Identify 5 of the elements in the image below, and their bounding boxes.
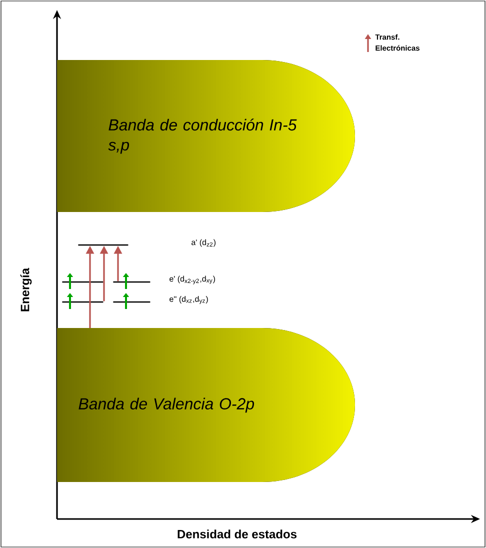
axis-title: Energía xyxy=(20,268,32,312)
level-label: a' (d$_{z2}$) xyxy=(192,239,216,247)
level-label: e'' (d$_{xz}$,d$_{yz}$) xyxy=(170,296,208,304)
level-label: e' (d$_{x2-y2}$,d$_{xy}$) xyxy=(170,276,216,284)
axis-title: Densidad de estados xyxy=(178,530,296,538)
